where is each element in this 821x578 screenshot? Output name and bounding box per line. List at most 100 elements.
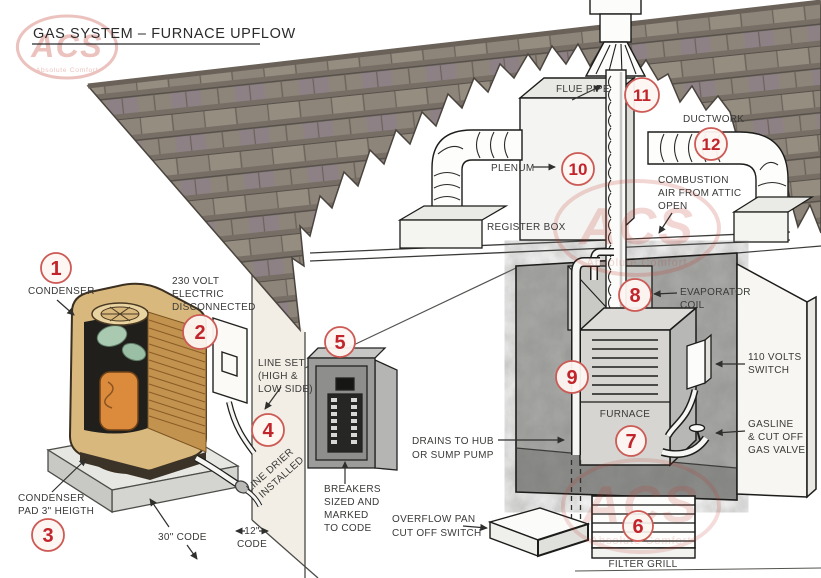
- door-panel: [736, 262, 817, 499]
- register-box-left: [397, 205, 509, 249]
- callout-1: 1: [40, 252, 72, 284]
- fan-grille-spokes: [101, 306, 139, 322]
- callout-3-circle: [31, 518, 65, 552]
- callout-11-number: 11: [633, 86, 651, 105]
- arrow-30-code-down: [186, 544, 198, 560]
- disconnect-whip: [226, 401, 257, 455]
- label-110volts-line2: SWITCH: [748, 365, 789, 376]
- line-set-pipe: [194, 454, 263, 508]
- label-gasline-line2: & CUT OFF: [748, 432, 803, 443]
- page-title: GAS SYSTEM – FURNACE UPFLOW: [33, 26, 296, 42]
- breaker-switches: [331, 398, 357, 444]
- callout-8: 8: [618, 278, 652, 312]
- disconnect-box: [212, 317, 248, 404]
- callout-11-circle: [624, 77, 660, 113]
- arrow-gasline: [715, 428, 746, 437]
- label-ductwork: DUCTWORK: [683, 114, 744, 125]
- attic-floor-lines: [309, 231, 791, 262]
- watermark-oval: [561, 458, 721, 554]
- callout-10-circle: [561, 152, 595, 186]
- watermark-oval: [553, 179, 721, 277]
- callout-7-circle: [615, 425, 647, 457]
- watermark-tagline: Absolute Comfort: [587, 257, 688, 269]
- callout-12: 12: [694, 127, 728, 161]
- callout-1-circle: [40, 252, 72, 284]
- label-line-set-line3: LOW SIDE): [258, 384, 313, 395]
- condenser-base: [80, 452, 206, 480]
- watermark-tagline: Absolute Comfort: [36, 67, 99, 74]
- label-condenser-pad-line2: PAD 3" HEIGTH: [18, 506, 94, 517]
- arrow-condenser-pad: [51, 458, 87, 493]
- callout-11: 11: [624, 77, 660, 113]
- label-breakers-line1: BREAKERS: [324, 484, 381, 495]
- chimney-flashing-cone: [584, 41, 647, 77]
- switch-power-whip: [664, 389, 699, 438]
- breaker-panel: [306, 347, 398, 471]
- watermark-logo-top: ACS Absolute Comfort: [15, 14, 119, 80]
- label-flue-pipe: FLUE PIPE: [556, 84, 610, 95]
- label-12-inches: 12": [244, 526, 260, 537]
- label-overflow-line2: CUT OFF SWITCH: [392, 528, 482, 539]
- callout-2-number: 2: [194, 322, 205, 344]
- callout-4-number: 4: [262, 420, 274, 442]
- callout-3: 3: [31, 518, 65, 552]
- callout-10: 10: [561, 152, 595, 186]
- breaker-panel-door: [374, 358, 398, 471]
- label-230volt-line3: DISCONNECTED: [172, 302, 256, 313]
- callout-6-circle: [622, 510, 654, 542]
- callout-12-circle: [694, 127, 728, 161]
- callout-8-circle: [618, 278, 652, 312]
- label-line-set-line1: LINE SET: [258, 358, 305, 369]
- label-register-box: REGISTER BOX: [487, 222, 566, 233]
- duct-left: [431, 129, 523, 211]
- label-230volt-line2: ELECTRIC: [172, 289, 224, 300]
- label-breakers-line3: MARKED: [324, 510, 369, 521]
- callout-circles: 1 2 3 4 5 6 7 8: [31, 77, 728, 552]
- callout-2: 2: [182, 314, 218, 350]
- gas-pipe: [660, 423, 710, 459]
- coil-fin-lines: [148, 319, 206, 435]
- label-condenser-pad-line1: CONDENSER: [18, 493, 85, 504]
- callout-5-circle: [324, 326, 356, 358]
- roof-ridge: [87, 0, 821, 89]
- label-gasline-line3: GAS VALVE: [748, 445, 805, 456]
- fan-blade: [96, 325, 128, 347]
- label-line-set-line2: (HIGH &: [258, 371, 298, 382]
- label-furnace: FURNACE: [600, 409, 650, 420]
- callout-3-number: 3: [42, 525, 53, 547]
- label-combustion-line1: COMBUSTION: [658, 175, 729, 186]
- drain-pipe: [571, 248, 614, 455]
- label-12-code: CODE: [237, 539, 267, 550]
- chimney-neck: [599, 13, 632, 43]
- watermark-brand: ACS: [577, 198, 695, 256]
- callout-9: 9: [555, 360, 589, 394]
- callout-5-number: 5: [334, 332, 345, 354]
- arrow-condenser: [56, 299, 75, 316]
- callout-7-number: 7: [625, 431, 636, 453]
- watermark-brand: ACS: [30, 28, 103, 64]
- label-combustion-line3: OPEN: [658, 201, 688, 212]
- callout-2-circle: [182, 314, 218, 350]
- ceiling-edge-line: [736, 245, 821, 254]
- callout-10-number: 10: [569, 160, 588, 179]
- watermark-oval: [15, 14, 119, 80]
- label-evaporator-line1: EVAPORATOR: [680, 287, 751, 298]
- switch-box-110v: [686, 333, 712, 390]
- arrow-evaporator: [653, 290, 678, 298]
- watermark-logo-center: ACS Absolute Comfort: [553, 179, 721, 277]
- gas-valve-handle: [688, 423, 706, 433]
- callout-4: 4: [251, 413, 285, 447]
- label-breakers-line4: TO CODE: [324, 523, 372, 534]
- duct-left-ribs: [433, 131, 509, 201]
- arrow-line-set: [264, 386, 282, 410]
- label-plenum: PLENUM: [491, 163, 534, 174]
- label-230volt-line1: 230 VOLT: [172, 276, 219, 287]
- arrow-30-code-up: [149, 498, 170, 528]
- arrow-combustion-air: [658, 212, 673, 234]
- callout-7: 7: [615, 425, 647, 457]
- label-drains-line2: OR SUMP PUMP: [412, 450, 494, 461]
- arrow-flue-pipe: [571, 85, 602, 101]
- label-30-code: 30" CODE: [158, 532, 207, 543]
- floor-base-line: [574, 567, 821, 572]
